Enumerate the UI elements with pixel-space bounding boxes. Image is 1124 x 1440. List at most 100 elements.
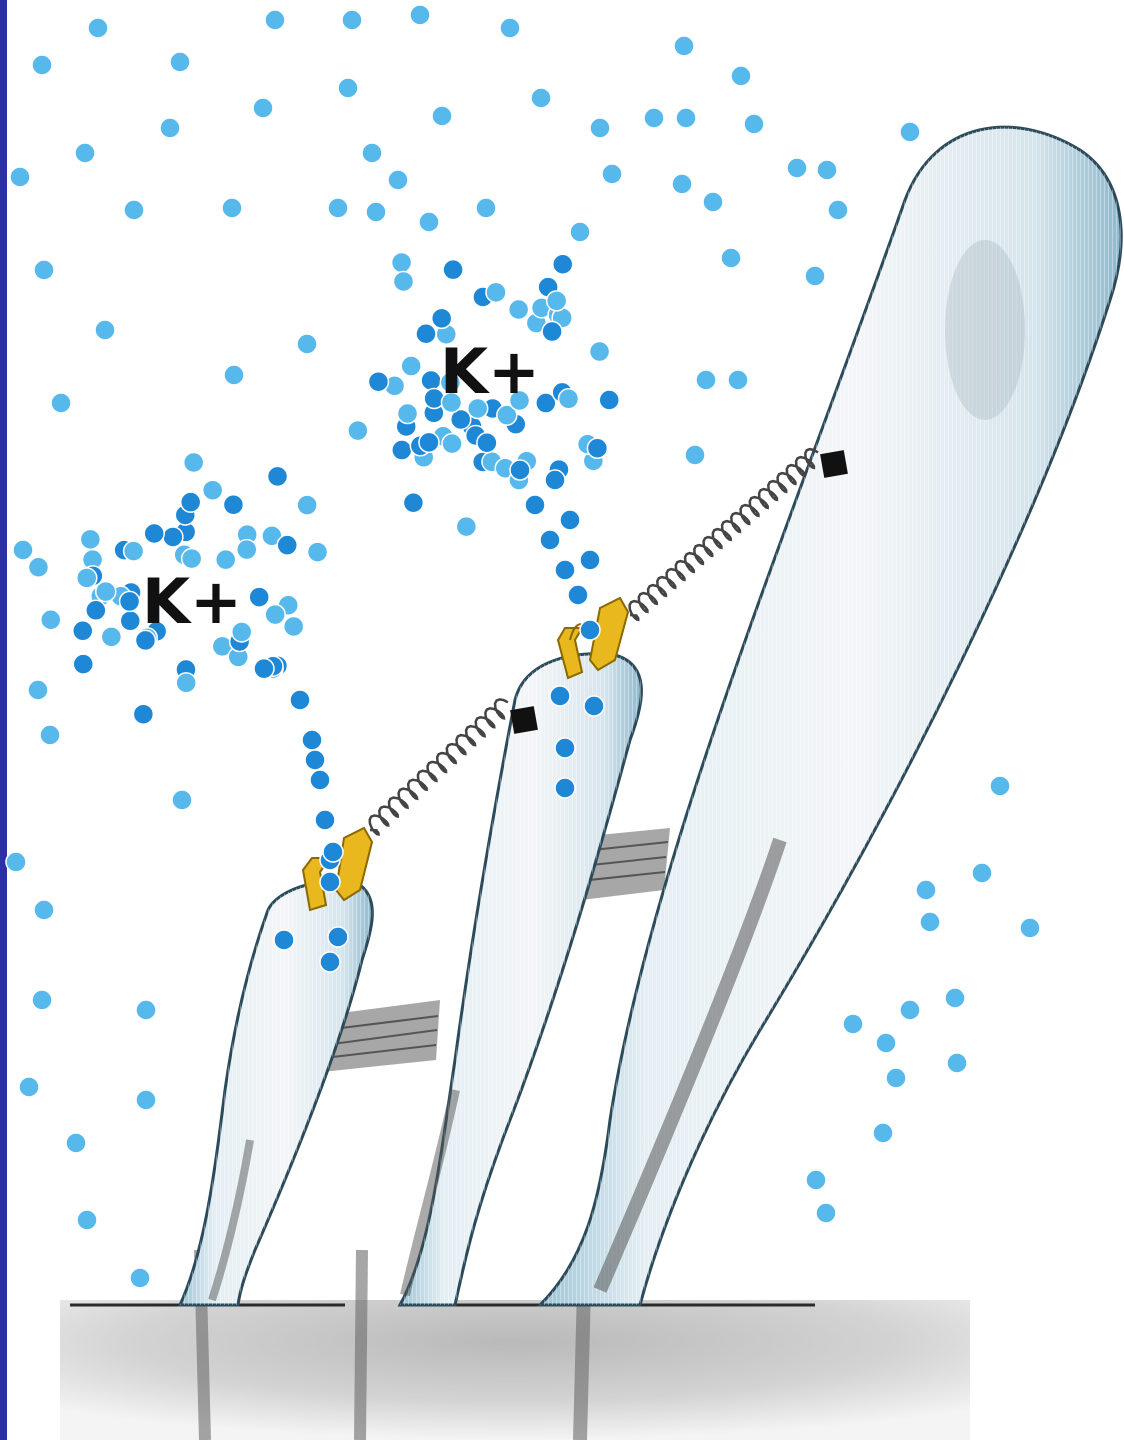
k-ion <box>32 990 52 1010</box>
k-ion <box>477 433 497 453</box>
k-ion <box>674 36 694 56</box>
k-ion <box>284 616 304 636</box>
k-ion <box>305 750 325 770</box>
k-ion <box>95 320 115 340</box>
k-ion <box>531 88 551 108</box>
k-ion <box>900 122 920 142</box>
k-ion <box>120 611 140 631</box>
k-ion <box>101 627 121 647</box>
k-ion <box>297 495 317 515</box>
k-ion <box>338 78 358 98</box>
k-ion <box>253 98 273 118</box>
k-ion <box>133 704 153 724</box>
ion-label-left: K+ <box>142 565 242 638</box>
k-ion <box>308 542 328 562</box>
k-ion <box>644 108 664 128</box>
k-ion <box>184 452 204 472</box>
k-ion <box>328 198 348 218</box>
k-ion <box>676 108 696 128</box>
k-ion <box>873 1123 893 1143</box>
k-ion <box>297 334 317 354</box>
k-ion <box>744 114 764 134</box>
k-ion <box>947 1053 967 1073</box>
k-ion <box>77 1210 97 1230</box>
k-ion <box>222 198 242 218</box>
k-ion <box>560 510 580 530</box>
k-ion <box>900 1000 920 1020</box>
k-ion <box>328 927 348 947</box>
k-ion <box>403 493 423 513</box>
k-ion <box>432 308 452 328</box>
k-ion <box>34 900 54 920</box>
k-ion <box>555 560 575 580</box>
k-ion <box>136 1000 156 1020</box>
k-ion <box>223 495 243 515</box>
k-ion <box>398 404 418 424</box>
k-ion <box>124 541 144 561</box>
k-ion <box>163 527 183 547</box>
k-ion <box>290 690 310 710</box>
k-ion <box>580 550 600 570</box>
k-ion <box>28 680 48 700</box>
k-ion <box>368 372 388 392</box>
k-ion <box>442 434 462 454</box>
k-ion <box>176 673 196 693</box>
k-ion <box>34 260 54 280</box>
k-ion <box>525 495 545 515</box>
k-ion <box>584 696 604 716</box>
k-ion <box>224 365 244 385</box>
k-ion <box>254 659 274 679</box>
k-ion <box>685 445 705 465</box>
k-ion <box>570 222 590 242</box>
k-ion <box>265 605 285 625</box>
k-ion <box>401 356 421 376</box>
k-ion <box>73 654 93 674</box>
k-ion <box>130 1268 150 1288</box>
k-ion <box>805 266 825 286</box>
k-ion <box>19 1077 39 1097</box>
k-ion <box>555 738 575 758</box>
k-ion <box>40 725 60 745</box>
k-ion <box>77 568 97 588</box>
k-ion <box>315 810 335 830</box>
k-ion <box>553 254 573 274</box>
k-ion <box>419 432 439 452</box>
k-ion <box>559 389 579 409</box>
insertion-plaque-lower <box>510 706 538 734</box>
k-ion <box>509 300 529 320</box>
k-ion <box>432 106 452 126</box>
k-ion <box>342 10 362 30</box>
k-ion <box>916 880 936 900</box>
k-ion <box>203 480 223 500</box>
k-ion <box>721 248 741 268</box>
k-ion <box>421 371 441 391</box>
insertion-plaque-upper <box>820 450 848 478</box>
k-ion <box>144 524 164 544</box>
ion-label-upper: K+ <box>440 335 540 408</box>
k-ion <box>416 324 436 344</box>
k-ion <box>876 1033 896 1053</box>
k-ion <box>843 1014 863 1034</box>
k-ion <box>86 600 106 620</box>
k-ion <box>550 686 570 706</box>
k-ion <box>160 118 180 138</box>
k-ion <box>172 790 192 810</box>
k-ion <box>731 66 751 86</box>
k-ion <box>388 170 408 190</box>
k-ion <box>249 587 269 607</box>
k-ion <box>590 342 610 362</box>
k-ion <box>51 393 71 413</box>
k-ion <box>972 863 992 883</box>
k-ion <box>580 620 600 640</box>
k-ion <box>96 582 116 602</box>
k-ion <box>302 730 322 750</box>
k-ion <box>13 540 33 560</box>
k-ion <box>124 200 144 220</box>
k-ion <box>547 291 567 311</box>
k-ion <box>170 52 190 72</box>
k-ion <box>476 198 496 218</box>
k-ion <box>366 202 386 222</box>
k-ion <box>323 842 343 862</box>
k-ion <box>32 55 52 75</box>
k-ion <box>28 557 48 577</box>
